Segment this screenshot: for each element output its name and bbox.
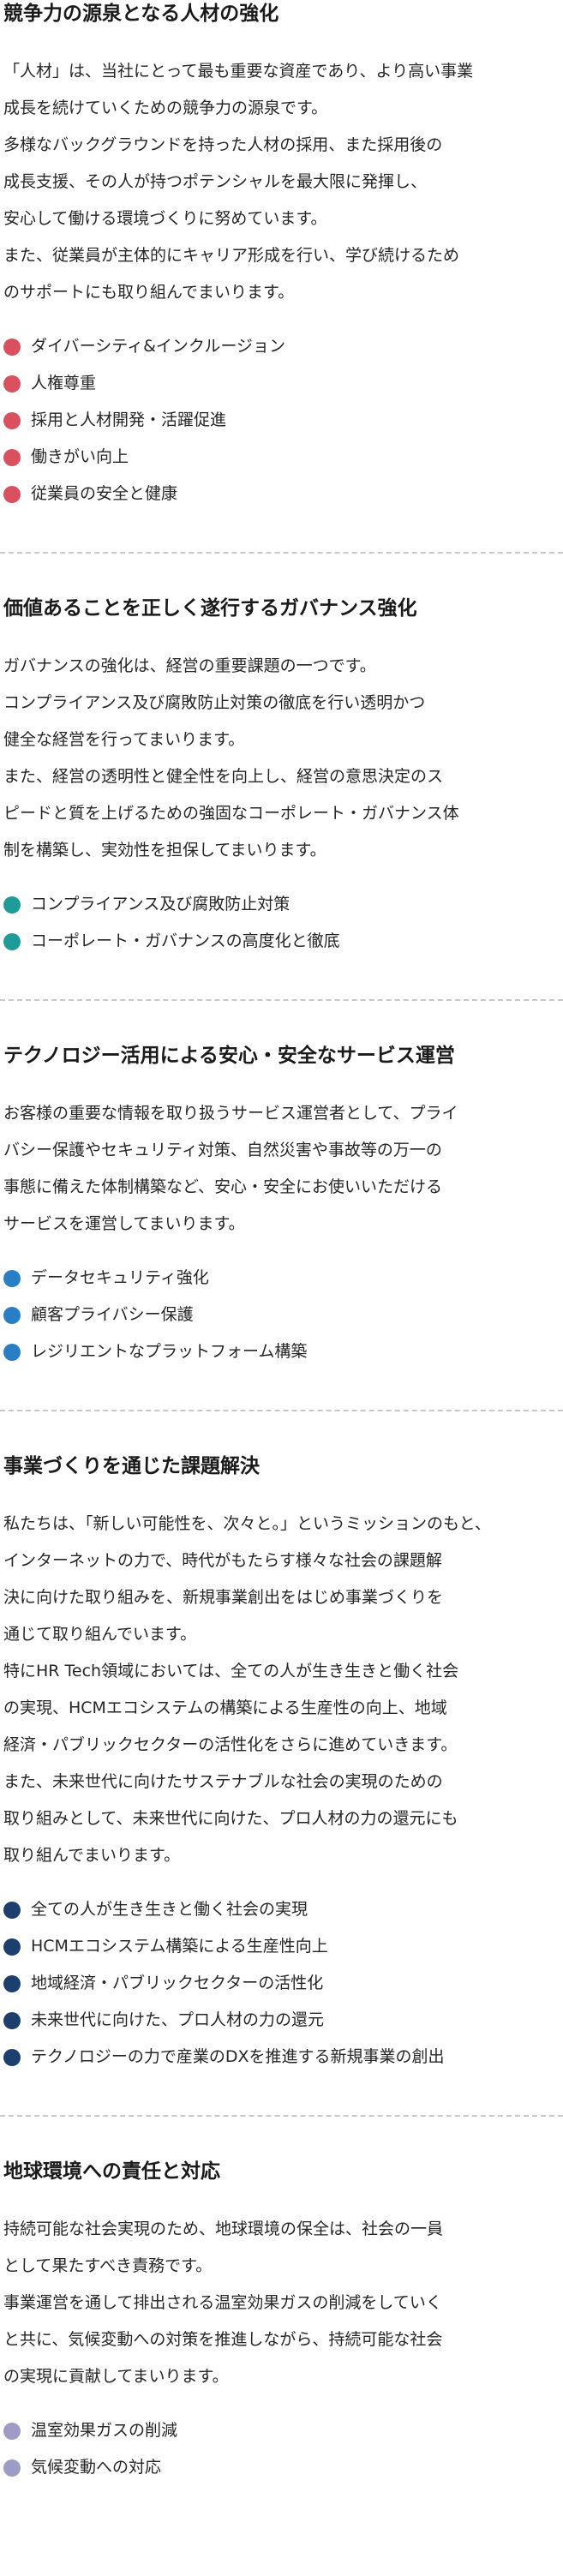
paragraph-line: また、未来世代に向けたサステナブルな社会の実現のための — [3, 1772, 443, 1791]
bullet-dot-icon — [3, 1901, 21, 1919]
list-item: 温室効果ガスの削減 — [3, 2412, 560, 2449]
paragraph-line: 持続可能な社会実現のため、地球環境の保全は、社会の一員 — [3, 2220, 444, 2238]
bullet-dot-icon — [3, 2422, 21, 2440]
bullet-dot-icon — [3, 2459, 21, 2477]
bullet-dot-icon — [3, 1269, 21, 1287]
section-divider — [0, 2115, 563, 2117]
bullet-dot-icon — [3, 1938, 21, 1956]
paragraph-line: 経済・パブリックセクターの活性化をさらに進めていきます。 — [3, 1735, 458, 1754]
paragraph-line: また、経営の透明性と健全性を向上し、経営の意思決定のス — [3, 767, 444, 786]
paragraph-line: 私たちは、「新しい可能性を、次々と。」というミッションのもと、 — [3, 1514, 491, 1533]
list-item: コンプライアンス及び腐敗防止対策 — [3, 886, 560, 923]
bullet-dot-icon — [3, 932, 21, 950]
section-paragraph: お客様の重要な情報を取り扱うサービス運営者として、プライ バシー保護やセキュリテ… — [3, 1095, 560, 1243]
paragraph-line: 特にHR Tech領域においては、全ての人が生き生きと働く社会 — [3, 1662, 459, 1680]
paragraph-line: として果たすべき責務です。 — [3, 2256, 213, 2275]
list-item: 気候変動への対応 — [3, 2449, 560, 2486]
section-title: テクノロジー活用による安心・安全なサービス運営 — [3, 1045, 455, 1067]
bullet-dot-icon — [3, 1974, 21, 1992]
bullet-dot-icon — [3, 2048, 21, 2066]
paragraph-line: お客様の重要な情報を取り扱うサービス運営者として、プライ — [3, 1104, 458, 1123]
focus-list: 温室効果ガスの削減 気候変動への対応 — [3, 2412, 560, 2486]
paragraph-line: ピードと質を上げるための強固なコーポレート・ガバナンス体 — [3, 804, 459, 823]
paragraph-line: また、従業員が主体的にキャリア形成を行い、学び続けるため — [3, 246, 460, 265]
list-item: 従業員の安全と健康 — [3, 476, 560, 512]
focus-list: ダイバーシティ&インクルージョン 人権尊重 採用と人材開発・活躍促進 働きがい向… — [3, 328, 560, 512]
section-paragraph: 持続可能な社会実現のため、地球環境の保全は、社会の一員 として果たすべき責務です… — [3, 2211, 560, 2395]
section-paragraph: 「人材」は、当社にとって最も重要な資産であり、より高い事業 成長を続けていくため… — [3, 53, 560, 311]
list-item: 全ての人が生き生きと働く社会の実現 — [3, 1891, 560, 1928]
paragraph-line: と共に、気候変動への対策を推進しながら、持続可能な社会 — [3, 2330, 443, 2349]
paragraph-line: 取り組みとして、未来世代に向けた、プロ人材の力の還元にも — [3, 1809, 458, 1828]
bullet-dot-icon — [3, 448, 21, 466]
paragraph-line: の実現、HCMエコシステムの構築による生産性の向上、地域 — [3, 1698, 447, 1717]
section-secure-service: テクノロジー活用による安心・安全なサービス運営 お客様の重要な情報を取り扱うサー… — [0, 1042, 563, 1370]
paragraph-line: 健全な経営を行ってまいります。 — [3, 730, 245, 749]
list-item: 顧客プライバシー保護 — [3, 1297, 560, 1333]
bullet-dot-icon — [3, 2011, 21, 2029]
bullet-dot-icon — [3, 1343, 21, 1361]
paragraph-line: 安心して働ける環境づくりに努めています。 — [3, 209, 327, 228]
section-divider — [0, 552, 563, 554]
paragraph-line: 成長支援、その人が持つポテンシャルを最大限に発揮し、 — [3, 172, 428, 191]
section-divider — [0, 999, 563, 1001]
paragraph-line: 事態に備えた体制構築など、安心・安全にお使いいただける — [3, 1177, 443, 1196]
paragraph-line: インターネットの力で、時代がもたらす様々な社会の課題解 — [3, 1551, 442, 1570]
section-paragraph: ガバナンスの強化は、経営の重要課題の一つです。 コンプライアンス及び腐敗防止対策… — [3, 648, 560, 869]
paragraph-line: 決に向けた取り組みを、新規事業創出をはじめ事業づくりを — [3, 1588, 444, 1607]
section-governance: 価値あることを正しく遂行するガバナンス強化 ガバナンスの強化は、経営の重要課題の… — [0, 595, 563, 960]
paragraph-line: 成長を続けていくための競争力の源泉です。 — [3, 99, 328, 117]
list-item: 人権尊重 — [3, 365, 560, 402]
paragraph-line: 取り組んでまいります。 — [3, 1846, 181, 1865]
list-item: 未来世代に向けた、プロ人材の力の還元 — [3, 2002, 560, 2039]
paragraph-line: 多様なバックグラウンドを持った人材の採用、また採用後の — [3, 135, 443, 154]
paragraph-line: の実現に貢献してまいります。 — [3, 2367, 229, 2386]
list-item: 地域経済・パブリックセクターの活性化 — [3, 1965, 560, 2002]
list-item: 採用と人材開発・活躍促進 — [3, 402, 560, 439]
section-environment: 地球環境への責任と対応 持続可能な社会実現のため、地球環境の保全は、社会の一員 … — [0, 2158, 563, 2486]
list-item: HCMエコシステム構築による生産性向上 — [3, 1928, 560, 1965]
bullet-dot-icon — [3, 374, 21, 392]
focus-list: データセキュリティ強化 顧客プライバシー保護 レジリエントなプラットフォーム構築 — [3, 1260, 560, 1370]
list-item: 働きがい向上 — [3, 439, 560, 476]
section-paragraph: 私たちは、「新しい可能性を、次々と。」というミッションのもと、 インターネットの… — [3, 1506, 560, 1874]
paragraph-line: ガバナンスの強化は、経営の重要課題の一つです。 — [3, 656, 376, 675]
focus-list: コンプライアンス及び腐敗防止対策 コーポレート・ガバナンスの高度化と徹底 — [3, 886, 560, 960]
bullet-dot-icon — [3, 338, 21, 356]
section-title: 価値あることを正しく遂行するガバナンス強化 — [3, 597, 417, 620]
bullet-dot-icon — [3, 1306, 21, 1324]
section-title: 事業づくりを通じた課題解決 — [3, 1455, 260, 1477]
section-business-solutions: 事業づくりを通じた課題解決 私たちは、「新しい可能性を、次々と。」というミッショ… — [0, 1453, 563, 2076]
section-title: 競争力の源泉となる人材の強化 — [3, 3, 279, 25]
section-title: 地球環境への責任と対応 — [3, 2160, 220, 2183]
list-item: データセキュリティ強化 — [3, 1260, 560, 1297]
paragraph-line: 事業運営を通して排出される温室効果ガスの削減をしていく — [3, 2293, 442, 2312]
section-divider — [0, 1410, 563, 1411]
paragraph-line: 「人材」は、当社にとって最も重要な資産であり、より高い事業 — [3, 62, 474, 81]
list-item: ダイバーシティ&インクルージョン — [3, 328, 560, 365]
bullet-dot-icon — [3, 485, 21, 503]
paragraph-line: 制を構築し、実効性を担保してまいります。 — [3, 841, 326, 860]
list-item: テクノロジーの力で産業のDXを推進する新規事業の創出 — [3, 2039, 560, 2076]
bullet-dot-icon — [3, 896, 21, 914]
list-item: コーポレート・ガバナンスの高度化と徹底 — [3, 923, 560, 960]
paragraph-line: 通じて取り組んでいます。 — [3, 1625, 197, 1644]
section-human-resources: 競争力の源泉となる人材の強化 「人材」は、当社にとって最も重要な資産であり、より… — [0, 0, 563, 512]
paragraph-line: サービスを運営してまいります。 — [3, 1214, 245, 1233]
paragraph-line: のサポートにも取り組んでまいります。 — [3, 283, 295, 302]
paragraph-line: コンプライアンス及び腐敗防止対策の徹底を行い透明かつ — [3, 693, 426, 712]
paragraph-line: バシー保護やセキュリティ対策、自然災害や事故等の万一の — [3, 1141, 442, 1159]
list-item: レジリエントなプラットフォーム構築 — [3, 1333, 560, 1370]
sustainability-page: 競争力の源泉となる人材の強化 「人材」は、当社にとって最も重要な資産であり、より… — [0, 0, 563, 2486]
focus-list: 全ての人が生き生きと働く社会の実現 HCMエコシステム構築による生産性向上 地域… — [3, 1891, 560, 2076]
bullet-dot-icon — [3, 411, 21, 429]
